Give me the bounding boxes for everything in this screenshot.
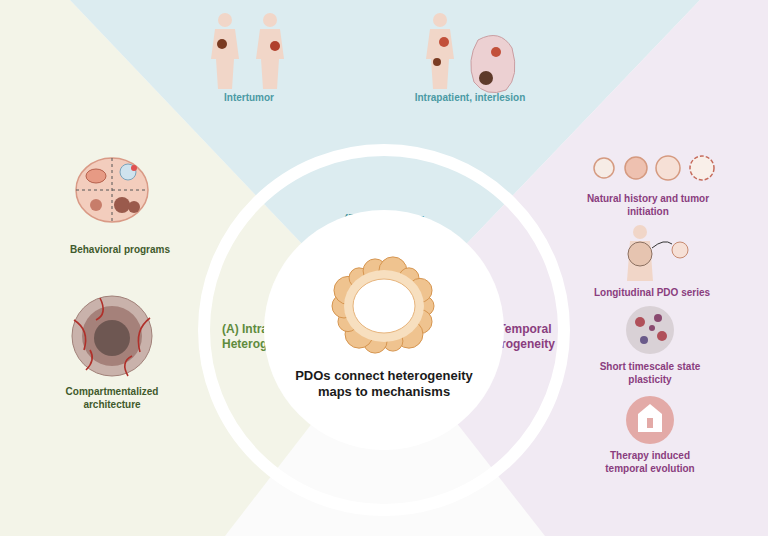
item-label: Longitudinal PDO series [572, 287, 732, 300]
center-circle: PDOs connect heterogeneity maps to mecha… [264, 210, 504, 450]
item-label: Short timescale state plasticity [583, 361, 718, 386]
item-label: Natural history and tumor initiation [586, 193, 711, 218]
center-text: PDOs connect heterogeneity maps to mecha… [289, 368, 479, 401]
item-label: Compartmentalized architecture [47, 386, 177, 411]
item-label: Therapy induced temporal evolution [593, 450, 708, 475]
item-label: Behavioral programs [55, 244, 185, 257]
item-label: Intrapatient, interlesion [385, 92, 555, 105]
item-label: Intertumor [199, 92, 299, 105]
organoid-illustration [332, 257, 434, 353]
node-outline [264, 210, 504, 450]
